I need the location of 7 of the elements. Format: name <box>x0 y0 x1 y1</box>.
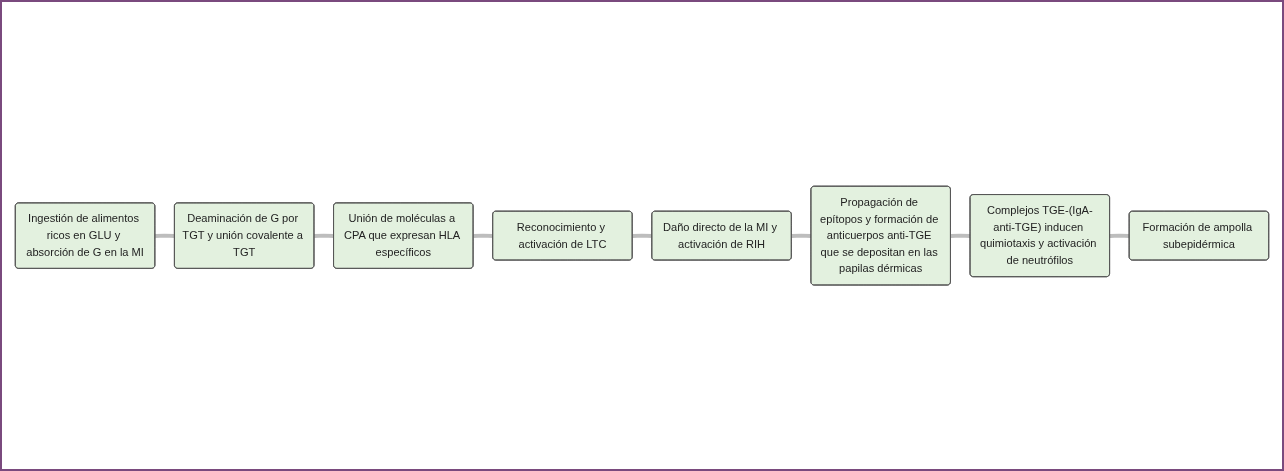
connector <box>155 233 175 238</box>
connector <box>473 233 494 238</box>
connector <box>791 233 812 238</box>
connector <box>314 233 334 238</box>
connector <box>950 233 971 238</box>
connector <box>632 233 653 238</box>
connector <box>1109 233 1130 238</box>
